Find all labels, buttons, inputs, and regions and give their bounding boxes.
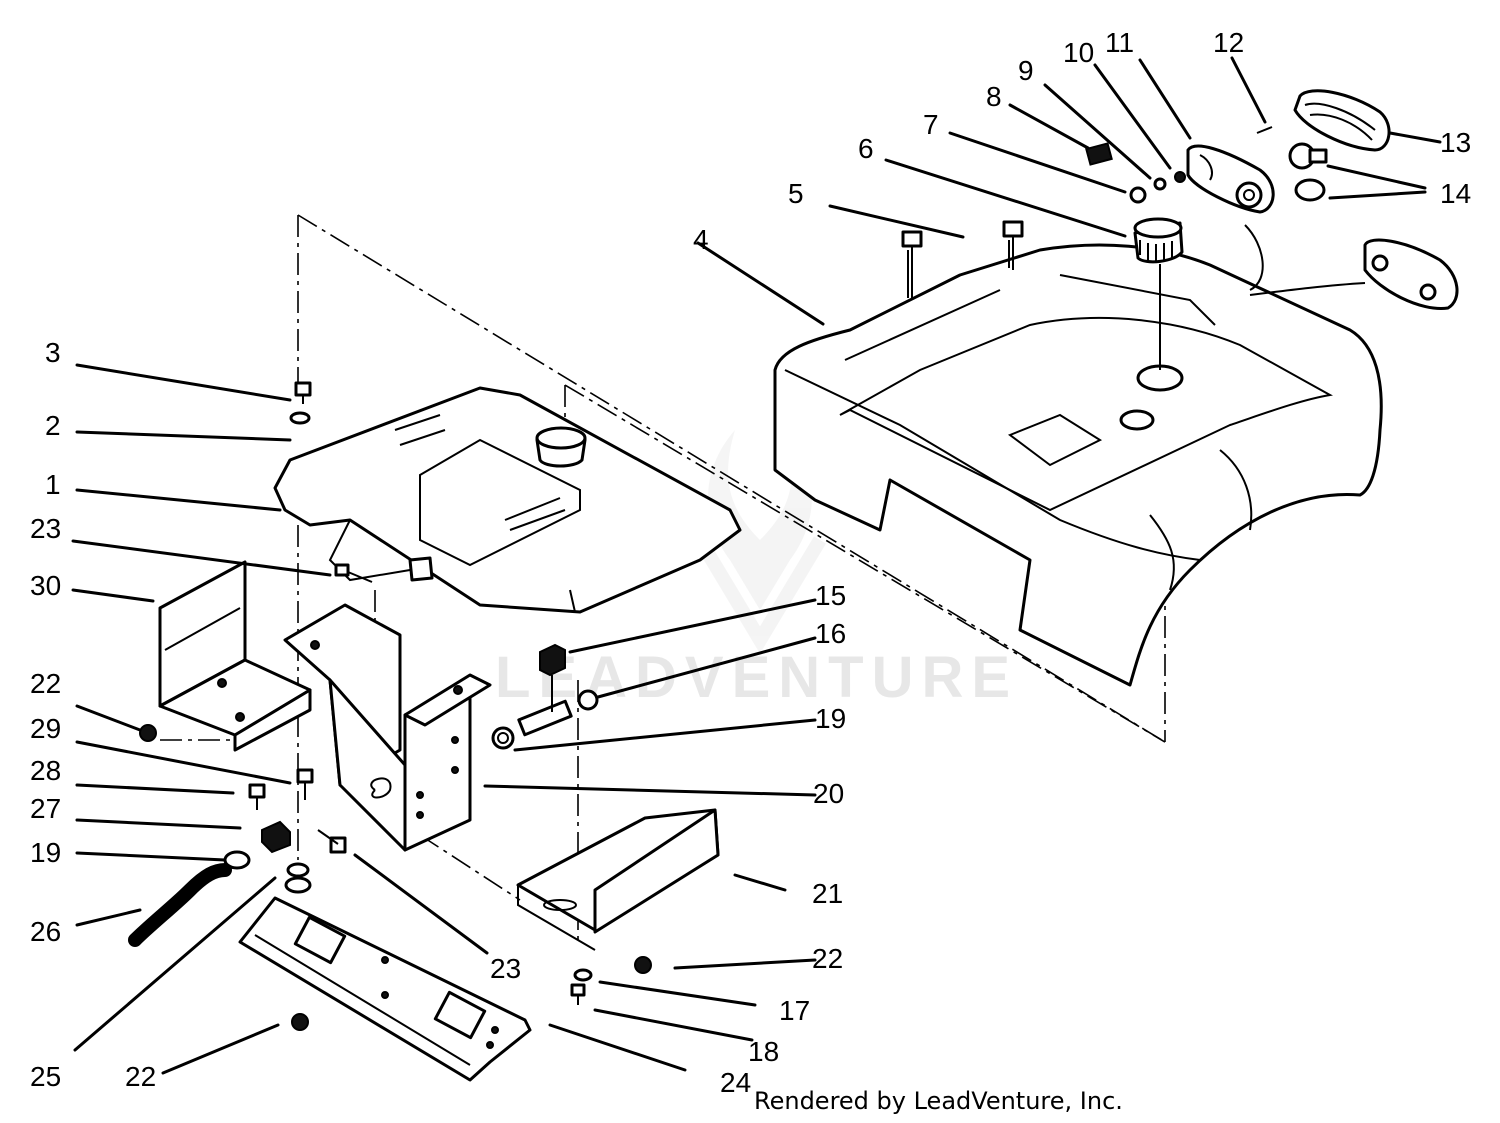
callout-6: 6 bbox=[858, 133, 874, 164]
callout-21: 21 bbox=[812, 878, 843, 909]
bolt-part-5 bbox=[901, 220, 1024, 300]
callout-17: 17 bbox=[779, 995, 810, 1026]
callout-labels: 1 2 3 4 5 6 7 8 9 10 11 12 13 14 15 16 1… bbox=[30, 27, 1471, 1098]
callout-1: 1 bbox=[45, 469, 61, 500]
callout-10: 10 bbox=[1063, 37, 1094, 68]
callout-19: 19 bbox=[30, 837, 61, 868]
watermark-logo bbox=[693, 430, 827, 654]
callout-22: 22 bbox=[30, 668, 61, 699]
fuel-cap-part-6 bbox=[1133, 217, 1184, 370]
misc-hardware bbox=[139, 563, 652, 1031]
callout-23: 23 bbox=[490, 953, 521, 984]
screw-washer-parts-2-3 bbox=[289, 381, 312, 425]
bracket-part-20 bbox=[283, 603, 492, 852]
callout-28: 28 bbox=[30, 755, 61, 786]
callout-29: 29 bbox=[30, 713, 61, 744]
callout-5: 5 bbox=[788, 178, 804, 209]
base-plate-part-24 bbox=[238, 896, 532, 1082]
callout-12: 12 bbox=[1213, 27, 1244, 58]
fuel-hose-part-26 bbox=[128, 863, 232, 947]
callout-16: 16 bbox=[815, 618, 846, 649]
render-credit: Rendered by LeadVenture, Inc. bbox=[754, 1087, 1123, 1115]
bracket-part-30 bbox=[158, 560, 312, 752]
callout-23: 23 bbox=[30, 513, 61, 544]
fender-console-part-4 bbox=[773, 243, 1383, 687]
hardware-parts-7-10 bbox=[1085, 142, 1186, 204]
callout-22: 22 bbox=[812, 943, 843, 974]
callout-24: 24 bbox=[720, 1067, 751, 1098]
callout-13: 13 bbox=[1440, 127, 1471, 158]
callout-22: 22 bbox=[125, 1061, 156, 1092]
callout-30: 30 bbox=[30, 570, 61, 601]
callout-26: 26 bbox=[30, 916, 61, 947]
callout-11: 11 bbox=[1105, 27, 1134, 58]
tray-part-21 bbox=[516, 808, 720, 951]
light-assembly-parts-11-14 bbox=[1186, 89, 1459, 310]
callout-2: 2 bbox=[45, 410, 61, 441]
frame-plate-part-1 bbox=[273, 386, 742, 614]
leader-lines bbox=[71, 56, 1442, 1075]
callout-15: 15 bbox=[815, 580, 846, 611]
callout-25: 25 bbox=[30, 1061, 61, 1092]
callout-20: 20 bbox=[813, 778, 844, 809]
callout-19: 19 bbox=[815, 703, 846, 734]
fuel-fittings-parts-15-16-19 bbox=[491, 643, 599, 750]
callout-27: 27 bbox=[30, 793, 61, 824]
callout-7: 7 bbox=[923, 109, 939, 140]
callout-8: 8 bbox=[986, 81, 1002, 112]
callout-9: 9 bbox=[1018, 55, 1034, 86]
callout-14: 14 bbox=[1440, 178, 1471, 209]
callout-4: 4 bbox=[693, 224, 709, 255]
callout-18: 18 bbox=[748, 1036, 779, 1067]
callout-3: 3 bbox=[45, 337, 61, 368]
